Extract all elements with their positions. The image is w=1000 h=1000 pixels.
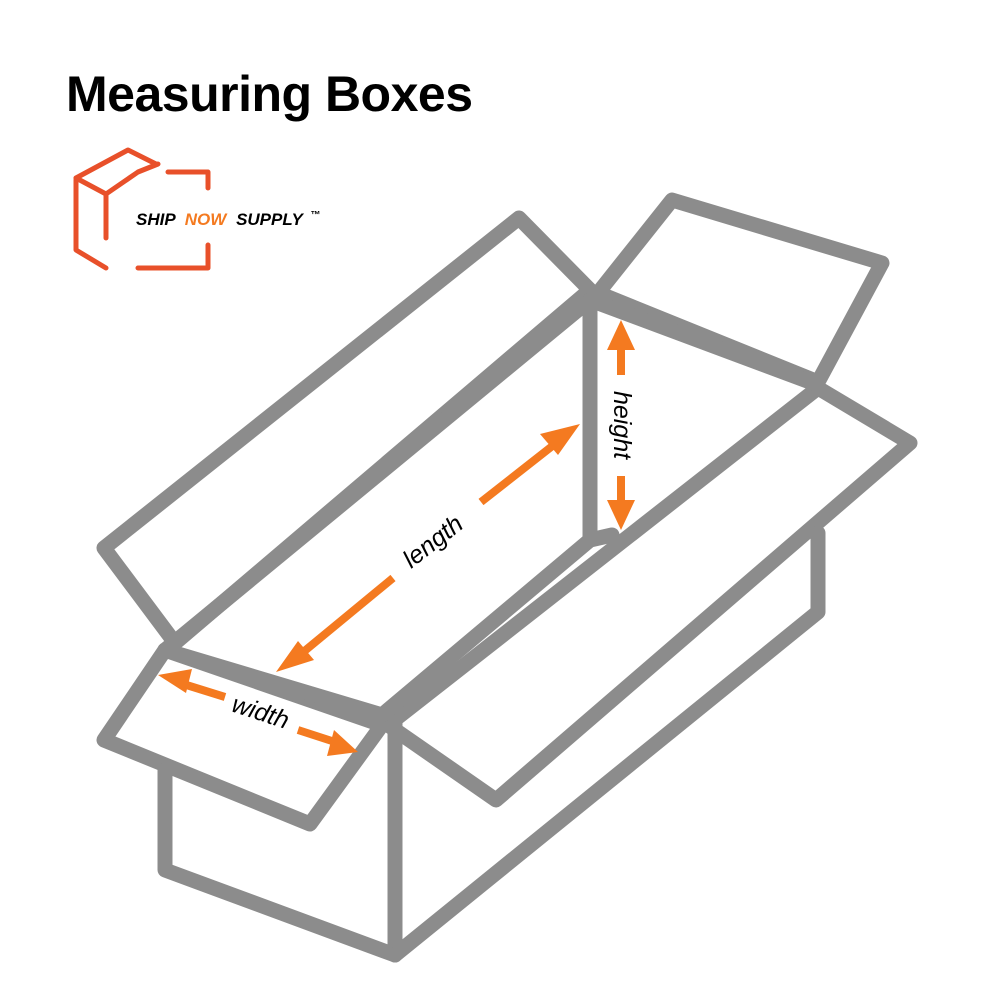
width-arrow-right (296, 726, 337, 746)
length-arrow-upper (478, 436, 563, 506)
box-outline (96, 192, 918, 963)
brand-logo: SHIP NOW SUPPLY ™ (73, 147, 320, 271)
logo-word-supply: SUPPLY (236, 210, 304, 229)
height-arrowhead-lower (607, 500, 635, 530)
open-box-icon (73, 147, 211, 271)
length-arrowhead-upper (540, 424, 580, 455)
box-inner-top-edge (582, 292, 826, 393)
length-arrowhead-lower (276, 641, 314, 672)
box-right-face (387, 525, 826, 963)
width-arrowhead-left (158, 669, 192, 693)
length-dimension: length (276, 424, 580, 672)
logo-trademark: ™ (310, 210, 320, 221)
box-inner-front-edge (157, 642, 390, 723)
length-arrow-lower (293, 574, 396, 662)
logo-word-now: NOW (185, 210, 229, 229)
height-label: height (608, 391, 636, 460)
box-right-front-flap (380, 380, 918, 808)
box-inner-back-edge (157, 292, 598, 658)
box-inner-bottom-edge (374, 527, 620, 723)
logo-text: SHIP NOW SUPPLY ™ (136, 210, 320, 229)
box-front-face (157, 714, 403, 963)
page-title: Measuring Boxes (66, 66, 473, 122)
height-dimension: height (607, 320, 636, 530)
length-label: length (398, 510, 469, 574)
width-arrowhead-right (327, 730, 358, 756)
box-back-flap (96, 210, 598, 651)
height-arrowhead-upper (607, 320, 635, 350)
logo-word-ship: SHIP (136, 210, 176, 229)
